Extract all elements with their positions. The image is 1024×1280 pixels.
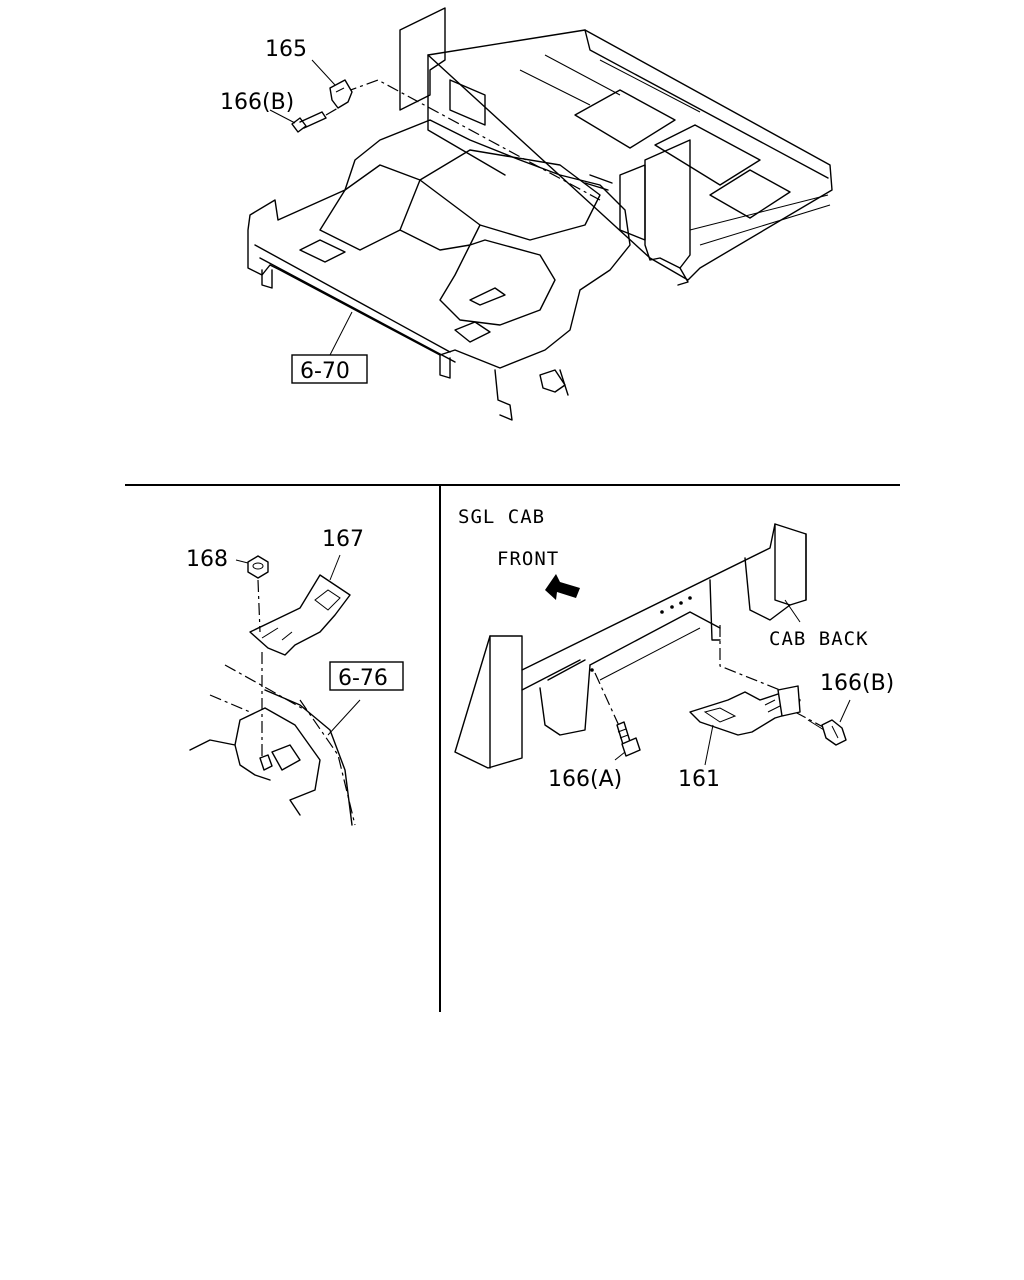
callout-165: 165 bbox=[265, 37, 307, 62]
detail-right-161-166 bbox=[454, 523, 851, 769]
ref-6-76: 6-76 bbox=[338, 666, 388, 691]
ref-6-70: 6-70 bbox=[300, 359, 350, 384]
note-front: FRONT bbox=[497, 548, 559, 570]
callout-166b-top: 166(B) bbox=[220, 90, 294, 115]
detail-left-167-168 bbox=[189, 554, 361, 826]
ref-box-6-76 bbox=[329, 661, 404, 691]
note-cab-back: CAB BACK bbox=[769, 628, 869, 650]
callout-166b-right: 166(B) bbox=[820, 671, 894, 696]
callout-166a: 166(A) bbox=[548, 767, 622, 792]
front-arrow-icon bbox=[545, 574, 580, 600]
callout-167: 167 bbox=[322, 527, 364, 552]
callout-161: 161 bbox=[678, 767, 720, 792]
ref-box-6-70 bbox=[291, 354, 368, 384]
note-sgl-cab: SGL CAB bbox=[458, 506, 545, 528]
cab-floor-assembly bbox=[247, 7, 833, 421]
callout-168: 168 bbox=[186, 547, 228, 572]
